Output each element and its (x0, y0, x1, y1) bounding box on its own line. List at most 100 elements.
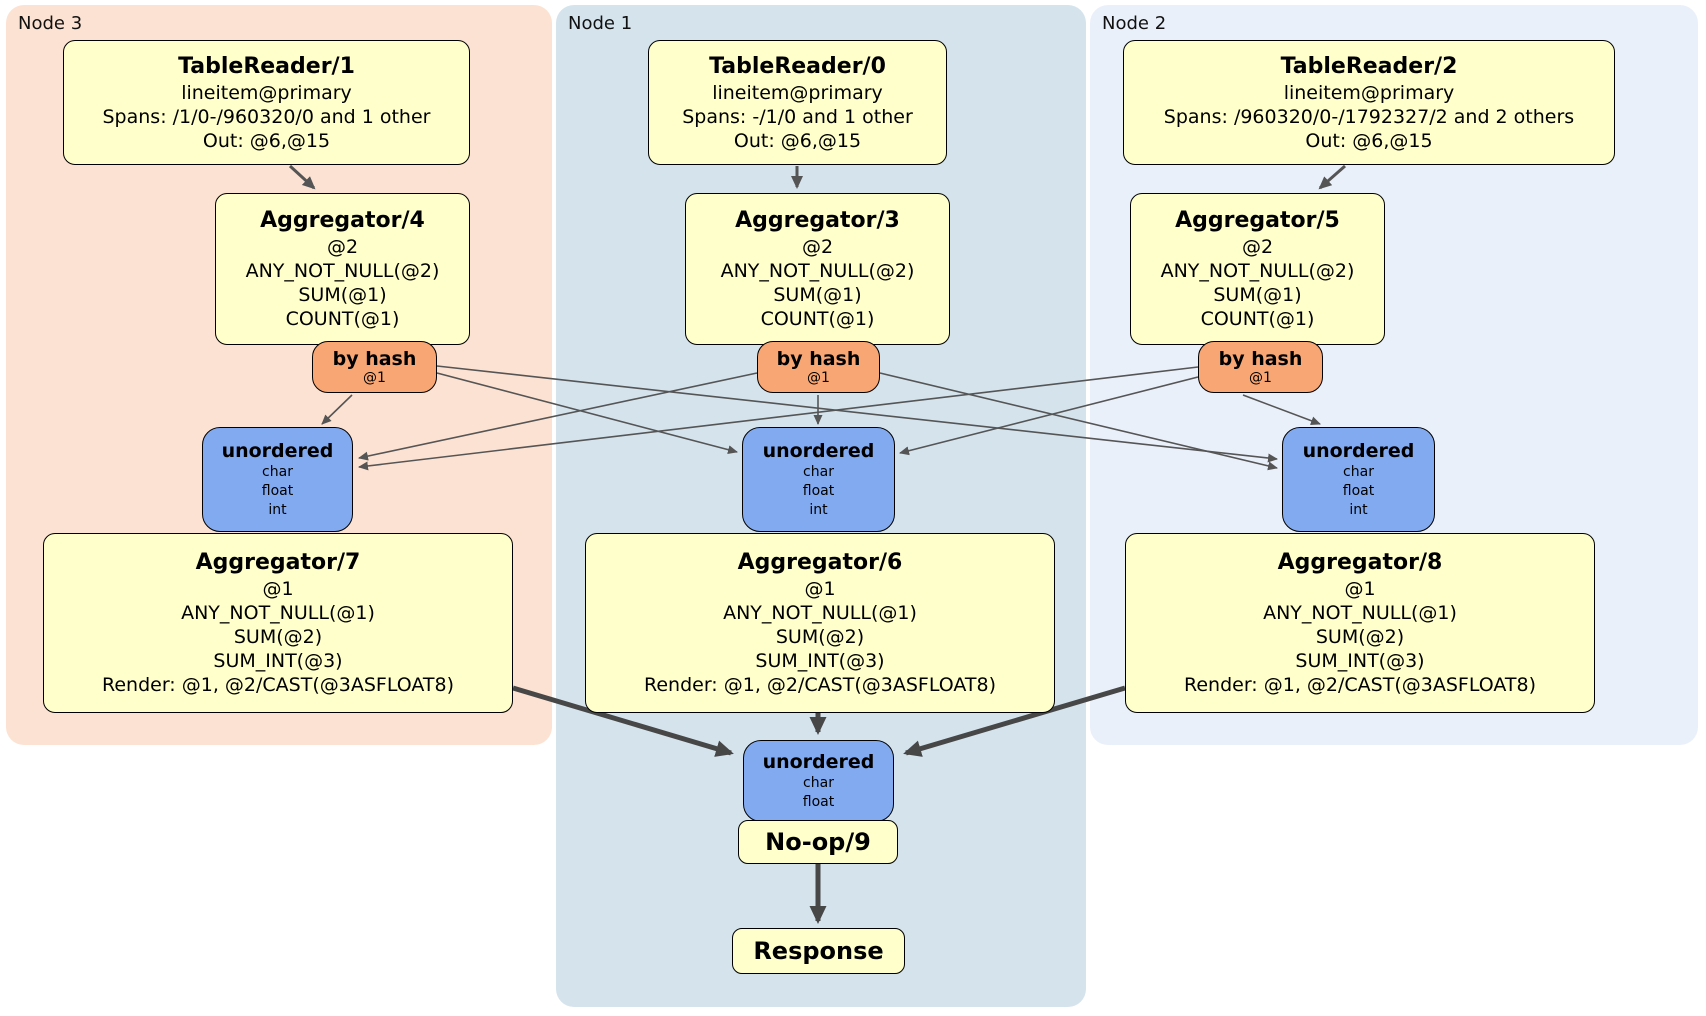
node-label: Node 2 (1102, 13, 1167, 34)
response-box: Response (732, 928, 905, 974)
processor-line: SUM_INT(@3) (213, 650, 343, 672)
processor-line: ANY_NOT_NULL(@2) (245, 260, 440, 282)
unordered-sync: unordered char float int (1282, 427, 1435, 532)
aggregator-box: Aggregator/8 @1 ANY_NOT_NULL(@1) SUM(@2)… (1125, 533, 1595, 713)
processor-line: @2 (1241, 236, 1274, 258)
table-reader-box: TableReader/2 lineitem@primary Spans: /9… (1123, 40, 1615, 165)
sync-type: char (262, 464, 293, 480)
processor-line: COUNT(@1) (760, 308, 875, 330)
edge-hash1-sync3 (358, 372, 758, 461)
processor-line: SUM(@2) (775, 626, 865, 648)
processor-line: ANY_NOT_NULL(@2) (1160, 260, 1355, 282)
processor-title: Aggregator/5 (1175, 208, 1340, 233)
processor-title: Aggregator/4 (260, 208, 425, 233)
edge-agg8-final (903, 685, 1126, 757)
table-reader-box: TableReader/1 lineitem@primary Spans: /1… (63, 40, 470, 165)
edge-hash2-sync3 (358, 366, 1199, 471)
aggregator-box: Aggregator/4 @2 ANY_NOT_NULL(@2) SUM(@1)… (215, 193, 470, 345)
processor-line: Render: @1, @2/CAST(@3ASFLOAT8) (102, 674, 454, 696)
sync-title: unordered (1302, 440, 1415, 462)
processor-line: ANY_NOT_NULL(@1) (723, 602, 917, 624)
aggregator-box: Aggregator/6 @1 ANY_NOT_NULL(@1) SUM(@2)… (585, 533, 1055, 713)
unordered-sync: unordered char float int (742, 427, 895, 532)
hash-router: by hash @1 (757, 341, 880, 393)
processor-title: No-op/9 (765, 828, 871, 856)
sync-title: unordered (221, 440, 334, 462)
processor-title: TableReader/2 (1280, 53, 1458, 79)
processor-line: SUM(@2) (1315, 626, 1405, 648)
router-title: by hash (776, 348, 861, 370)
sync-title: unordered (762, 440, 875, 462)
edge-hash3-sync1 (436, 372, 738, 455)
processor-line: lineitem@primary (1283, 81, 1455, 104)
processor-line: Spans: -/1/0 and 1 other (682, 105, 913, 128)
unordered-sync: unordered char float int (202, 427, 353, 532)
router-title: by hash (332, 348, 417, 370)
edge-hash3-sync3 (321, 394, 353, 425)
noop-box: No-op/9 (738, 820, 898, 864)
processor-line: lineitem@primary (181, 81, 352, 104)
aggregator-box: Aggregator/7 @1 ANY_NOT_NULL(@1) SUM(@2)… (43, 533, 513, 713)
sync-type: float (802, 483, 835, 499)
edge-hash3-sync2 (436, 365, 1278, 463)
processor-line: SUM(@1) (773, 284, 862, 306)
processor-line: Spans: /1/0-/960320/0 and 1 other (102, 105, 431, 128)
processor-line: @1 (262, 578, 294, 600)
processor-line: Out: @6,@15 (1305, 129, 1433, 152)
processor-line: SUM_INT(@3) (755, 650, 885, 672)
processor-title: Aggregator/8 (1277, 550, 1443, 575)
processor-line: SUM_INT(@3) (1295, 650, 1425, 672)
processor-line: @2 (326, 236, 359, 258)
sync-type: float (802, 794, 835, 810)
edge-tr2-agg5 (1318, 164, 1346, 190)
processor-line: SUM(@2) (233, 626, 323, 648)
sync-title: unordered (762, 751, 875, 773)
hash-router: by hash @1 (312, 341, 437, 393)
sync-type: float (1342, 483, 1375, 499)
processor-line: SUM(@1) (1213, 284, 1302, 306)
aggregator-box: Aggregator/5 @2 ANY_NOT_NULL(@2) SUM(@1)… (1130, 193, 1385, 345)
processor-line: @2 (801, 236, 834, 258)
sync-type: int (268, 502, 287, 518)
sync-type: char (803, 464, 834, 480)
processor-line: lineitem@primary (712, 81, 883, 104)
sync-type: int (809, 502, 828, 518)
edge-hash2-sync2 (1242, 394, 1321, 426)
processor-title: Aggregator/6 (737, 550, 903, 575)
sync-type: float (261, 483, 294, 499)
edge-hash2-sync1 (899, 376, 1199, 456)
router-detail: @1 (363, 370, 386, 386)
edge-tr1-agg4 (288, 164, 316, 190)
sync-type: int (1349, 502, 1368, 518)
edge-agg7-final (512, 685, 734, 757)
processor-line: @1 (1344, 578, 1376, 600)
processor-line: Render: @1, @2/CAST(@3ASFLOAT8) (644, 674, 996, 696)
processor-line: Out: @6,@15 (202, 129, 331, 152)
processor-title: TableReader/0 (709, 53, 886, 79)
router-detail: @1 (1249, 370, 1272, 386)
processor-title: TableReader/1 (178, 53, 355, 79)
processor-line: ANY_NOT_NULL(@1) (1263, 602, 1457, 624)
hash-router: by hash @1 (1198, 341, 1323, 393)
processor-line: ANY_NOT_NULL(@2) (720, 260, 915, 282)
processor-title: Aggregator/7 (195, 550, 361, 575)
processor-line: Spans: /960320/0-/1792327/2 and 2 others (1163, 105, 1575, 128)
sync-type: char (803, 775, 834, 791)
processor-line: @1 (804, 578, 836, 600)
aggregator-box: Aggregator/3 @2 ANY_NOT_NULL(@2) SUM(@1)… (685, 193, 950, 345)
processor-line: SUM(@1) (298, 284, 387, 306)
table-reader-box: TableReader/0 lineitem@primary Spans: -/… (648, 40, 947, 165)
node-label: Node 1 (568, 13, 633, 34)
processor-title: Response (753, 937, 884, 965)
processor-line: ANY_NOT_NULL(@1) (181, 602, 375, 624)
edge-hash1-sync2 (879, 372, 1278, 471)
final-unordered-sync: unordered char float (743, 740, 894, 822)
router-title: by hash (1218, 348, 1303, 370)
processor-line: Render: @1, @2/CAST(@3ASFLOAT8) (1184, 674, 1536, 696)
processor-line: COUNT(@1) (285, 308, 400, 330)
node-label: Node 3 (18, 13, 83, 34)
sync-type: char (1343, 464, 1374, 480)
router-detail: @1 (807, 370, 830, 386)
